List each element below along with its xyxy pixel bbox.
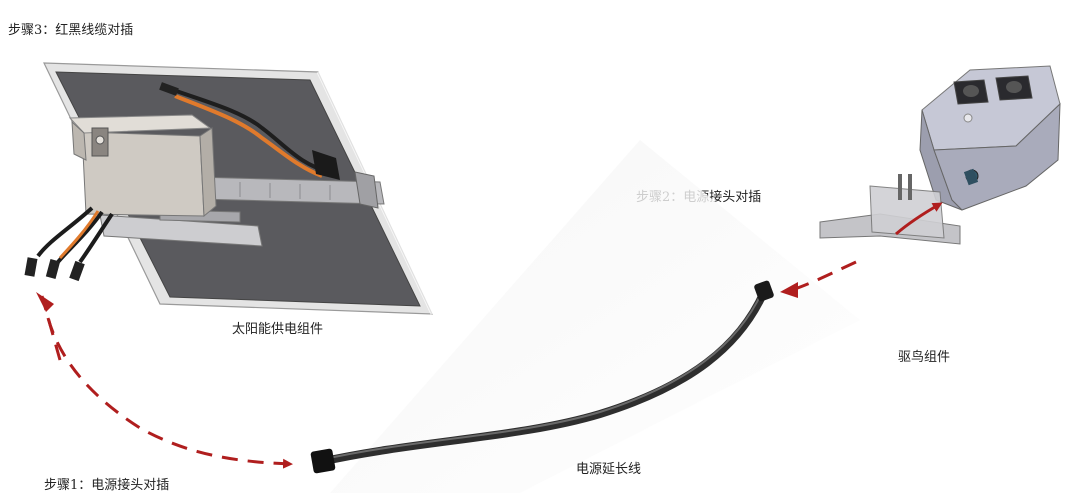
step1-arrowhead: [36, 292, 54, 312]
step1-label: 步骤1：电源接头对插: [44, 478, 170, 493]
step1-arrow: [46, 317, 293, 469]
device-body: [933, 102, 1061, 211]
connector-plug: [24, 257, 38, 277]
extension-cable: [310, 280, 774, 474]
connector-plug: [69, 260, 85, 282]
background-shade: [330, 140, 860, 493]
step2-arrow-upper: [895, 202, 943, 236]
solar-power-assembly: [24, 62, 434, 315]
speaker-right: [995, 75, 1033, 101]
bird-repeller-assembly: [819, 65, 1061, 245]
step3-label: 步骤3：红黑线缆对插: [8, 23, 134, 38]
step2-arrowhead-lower: [780, 282, 798, 298]
bird-repeller-assembly-label: 驱鸟组件: [898, 350, 951, 365]
extension-cable-label: 电源延长线: [576, 462, 642, 477]
cable-end-connector-left: [310, 448, 336, 474]
control-box-side: [199, 127, 217, 218]
solar-assembly-label: 太阳能供电组件: [232, 322, 324, 337]
connector-plug: [45, 259, 61, 279]
extension-cable-body: [316, 288, 768, 466]
speaker-left: [953, 79, 989, 105]
cable-end-connector-right: [754, 280, 774, 302]
